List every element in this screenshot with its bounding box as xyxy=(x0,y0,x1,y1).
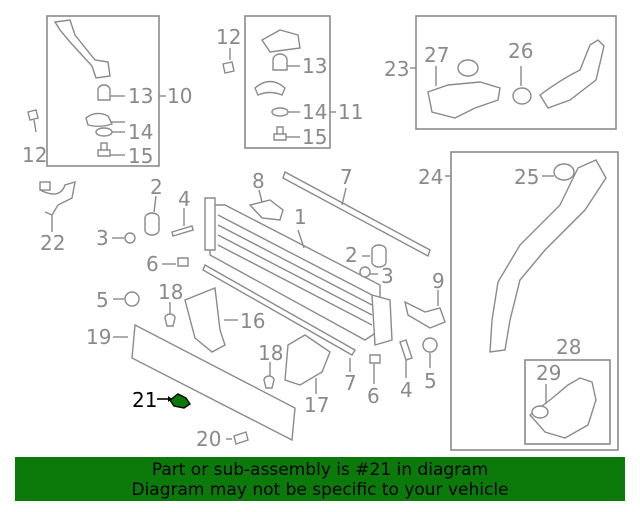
callout-14-top: 14 xyxy=(302,100,327,124)
banner-line-2: Diagram may not be specific to your vehi… xyxy=(131,480,509,500)
bolt-20 xyxy=(233,431,249,445)
callout-26: 26 xyxy=(508,39,533,63)
isolator-2-right xyxy=(371,244,387,268)
callout-10: 10 xyxy=(167,84,192,108)
intercooler-1 xyxy=(204,197,393,346)
callout-29: 29 xyxy=(536,361,561,385)
callout-15-left: 15 xyxy=(128,144,153,168)
bolt-4-right xyxy=(399,339,413,361)
banner-line-1: Part or sub-assembly is #21 in diagram xyxy=(151,460,489,480)
callout-5-left: 5 xyxy=(96,288,109,312)
callout-13-top: 13 xyxy=(302,54,327,78)
bracket-21-highlighted[interactable] xyxy=(169,393,191,409)
bolt-6-left xyxy=(177,257,189,267)
bracket-8 xyxy=(248,199,284,221)
seal-strip-7 xyxy=(202,170,431,356)
callout-12-top: 12 xyxy=(216,25,241,49)
box-duct-assembly-24 xyxy=(450,151,619,451)
callout-1: 1 xyxy=(294,205,307,229)
bolt-4-left xyxy=(171,225,194,237)
callout-27: 27 xyxy=(424,43,449,67)
callout-15-top: 15 xyxy=(302,125,327,149)
callout-23: 23 xyxy=(384,57,409,81)
bracket-11-part xyxy=(254,29,301,141)
callout-18-left: 18 xyxy=(158,280,183,304)
parts-diagram: 1 2 2 3 3 4 4 5 5 6 6 7 7 8 9 10 11 12 1… xyxy=(22,15,619,451)
callout-28: 28 xyxy=(556,335,581,359)
hose-kit-23-parts xyxy=(427,39,605,119)
callout-17: 17 xyxy=(304,393,329,417)
callout-13-left: 13 xyxy=(128,84,153,108)
pin-3-left xyxy=(124,232,136,244)
callout-24: 24 xyxy=(418,165,443,189)
pin-3-right xyxy=(359,266,371,278)
callout-4-left: 4 xyxy=(178,187,191,211)
air-duct-28 xyxy=(528,377,597,439)
callout-19: 19 xyxy=(86,325,111,349)
box-bracket-kit-10 xyxy=(46,15,160,167)
callout-18-right: 18 xyxy=(258,341,283,365)
bolt-12-top xyxy=(222,48,235,74)
deflector-17 xyxy=(284,334,331,386)
bolt-12-left xyxy=(27,109,39,133)
box-duct-kit-28 xyxy=(524,359,611,445)
callout-25: 25 xyxy=(514,165,539,189)
box-bracket-kit-11 xyxy=(244,15,331,149)
box-hose-kit-23 xyxy=(415,15,617,130)
harness-22 xyxy=(39,180,76,216)
info-banner: Part or sub-assembly is #21 in diagram D… xyxy=(15,457,625,501)
deflector-16 xyxy=(184,287,226,353)
callout-21-highlighted[interactable]: 21 xyxy=(132,388,157,412)
nut-5-left xyxy=(124,291,140,307)
air-shield-19 xyxy=(131,323,296,442)
clip-18-right xyxy=(263,375,275,389)
callout-7-top: 7 xyxy=(340,165,353,189)
callout-9: 9 xyxy=(432,269,445,293)
callout-6-right: 6 xyxy=(367,384,380,408)
callout-16: 16 xyxy=(240,309,265,333)
callout-6-left: 6 xyxy=(146,252,159,276)
callout-8: 8 xyxy=(252,169,265,193)
callout-3-left: 3 xyxy=(96,226,109,250)
bolt-6-right xyxy=(369,354,381,364)
air-duct-24 xyxy=(489,159,607,353)
callout-14-left: 14 xyxy=(128,120,153,144)
callout-3-right: 3 xyxy=(381,264,394,288)
callout-5-right: 5 xyxy=(424,369,437,393)
callout-11: 11 xyxy=(338,100,363,124)
callout-22: 22 xyxy=(40,231,65,255)
bracket-9 xyxy=(403,300,446,329)
bracket-10-part xyxy=(53,19,113,157)
callout-12-left: 12 xyxy=(22,143,47,167)
clip-18-left xyxy=(164,313,176,327)
callout-4-right: 4 xyxy=(400,378,413,402)
callout-20: 20 xyxy=(196,427,221,451)
isolator-2-left xyxy=(144,212,160,236)
callout-2-right: 2 xyxy=(345,243,358,267)
callout-2-left: 2 xyxy=(150,175,163,199)
callout-7-bottom: 7 xyxy=(344,371,357,395)
nut-5-right xyxy=(422,337,438,353)
